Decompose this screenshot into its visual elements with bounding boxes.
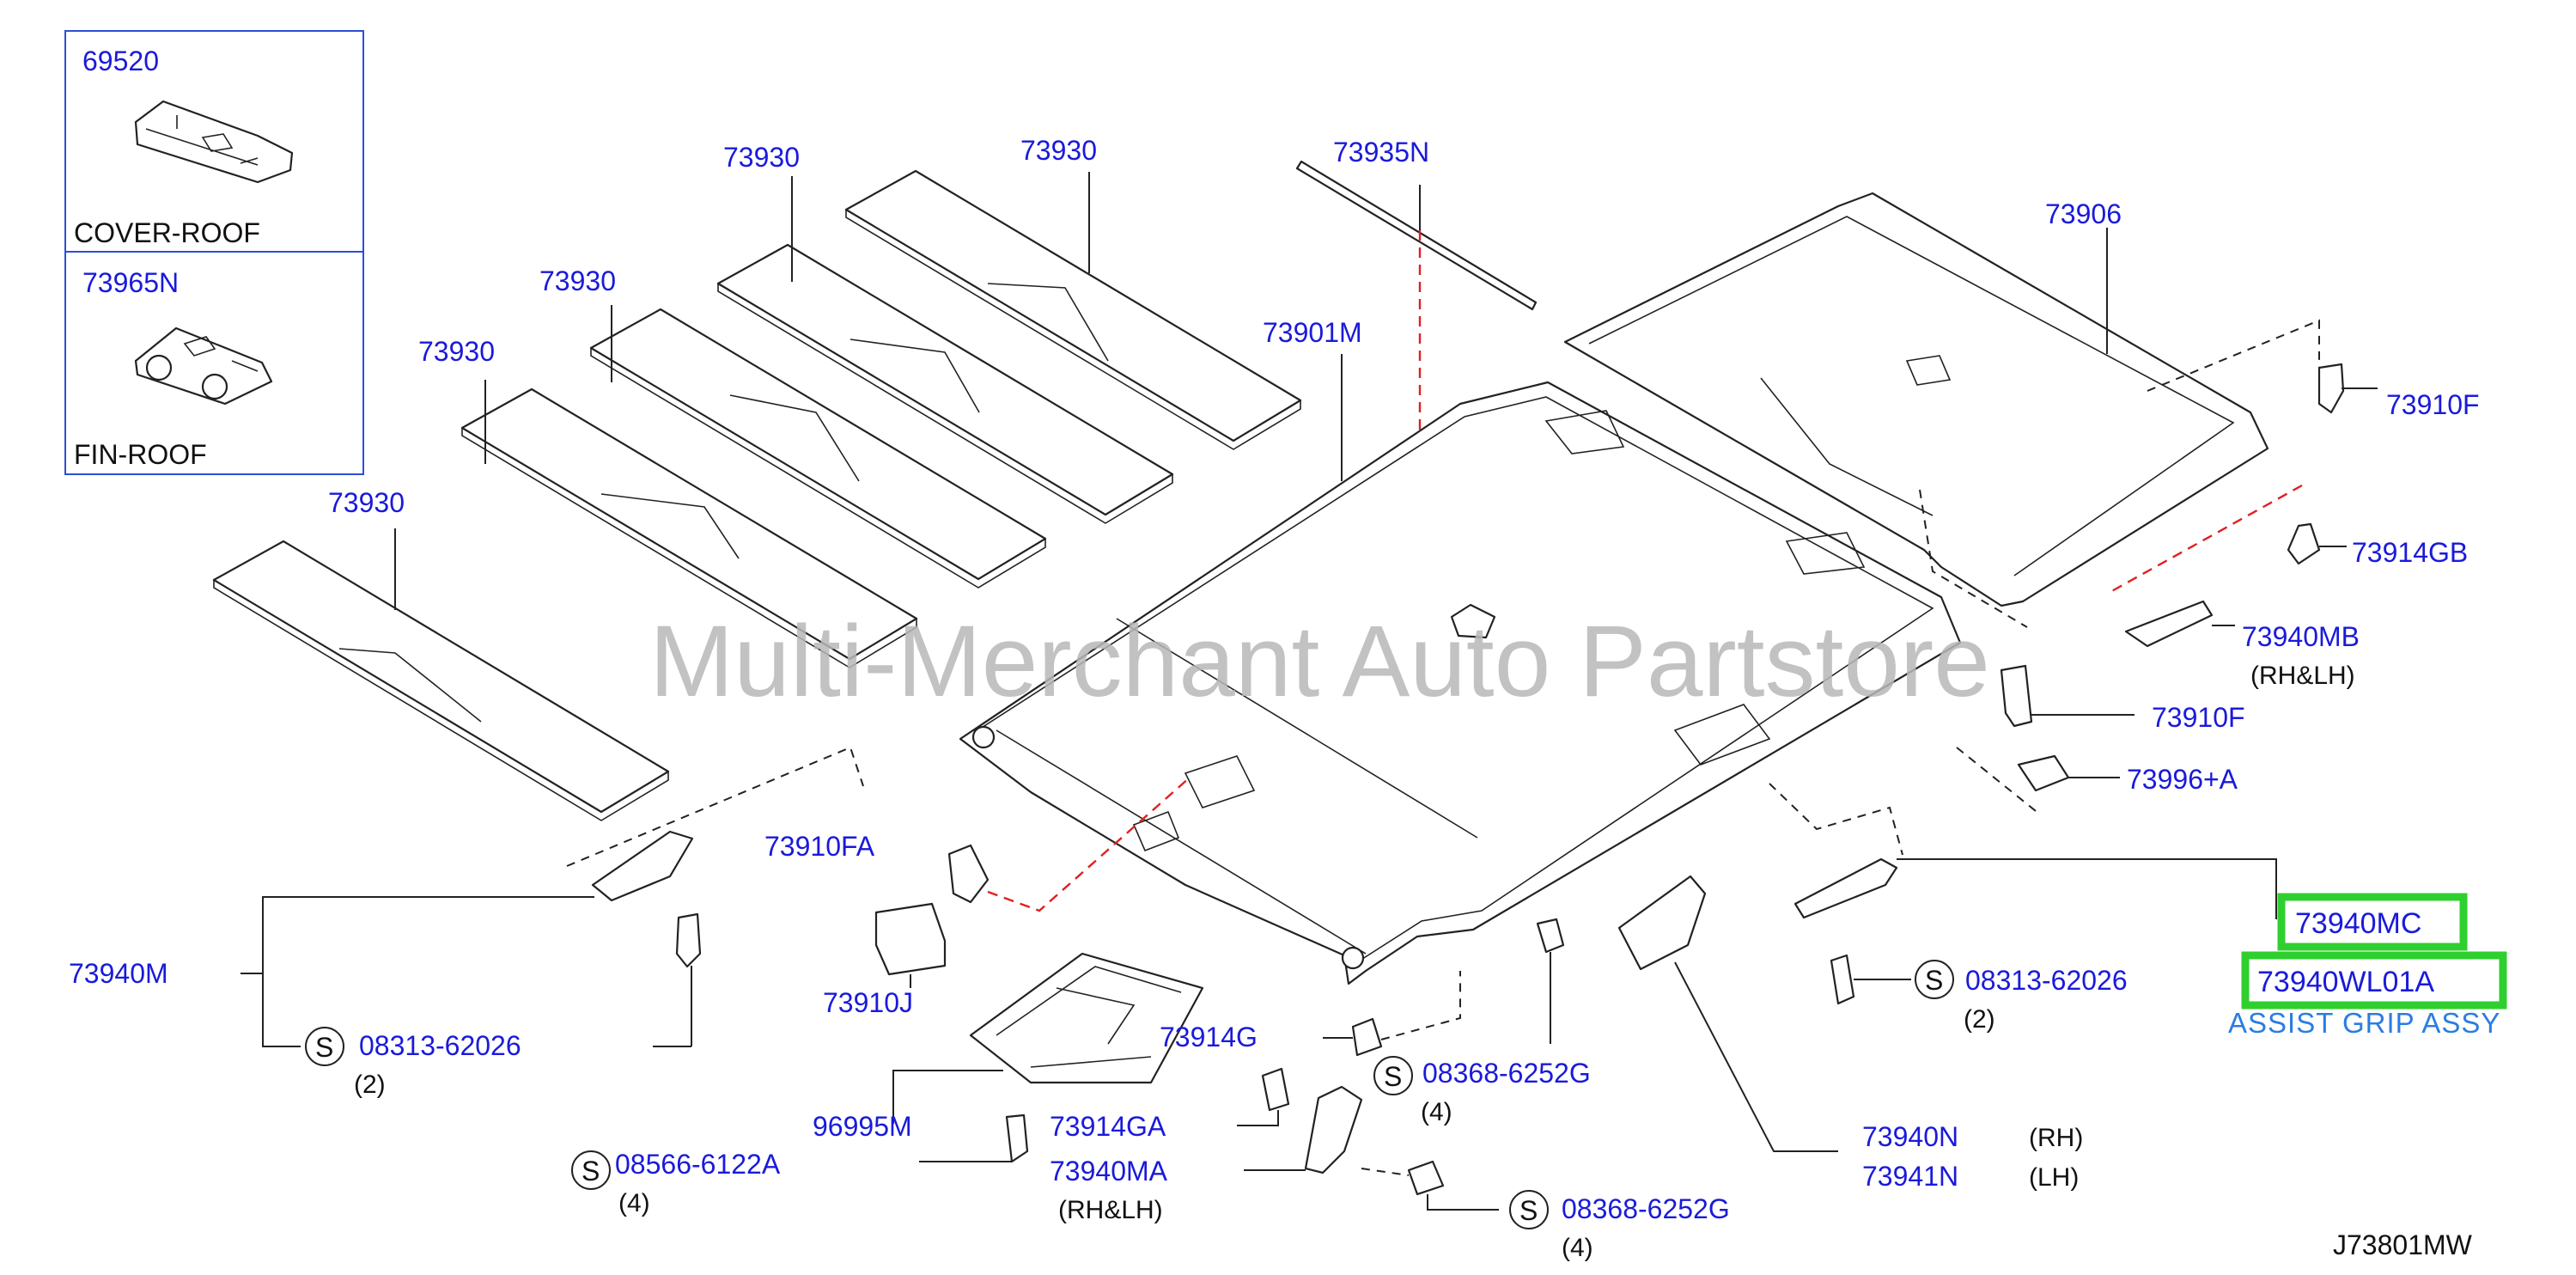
label-08368-a[interactable]: 08368-6252G bbox=[1422, 1058, 1591, 1089]
label-73940MB[interactable]: 73940MB bbox=[2242, 621, 2360, 652]
label-73930-d[interactable]: 73930 bbox=[723, 142, 800, 173]
pad-leaders bbox=[394, 172, 1090, 610]
assist-grip-description: ASSIST GRIP ASSY bbox=[2228, 1007, 2500, 1039]
screw-08368-a bbox=[1536, 918, 1565, 954]
clip-73914GA bbox=[1261, 1067, 1290, 1112]
label-08313-right[interactable]: 08313-62026 bbox=[1965, 965, 2128, 996]
label-73940MA[interactable]: 73940MA bbox=[1050, 1156, 1168, 1187]
right-side-fasteners bbox=[1956, 363, 2378, 815]
cover-roof-drawing bbox=[134, 100, 294, 184]
label-08368-b[interactable]: 08368-6252G bbox=[1562, 1193, 1730, 1224]
highlight-box-73940WL01A bbox=[2241, 951, 2507, 1010]
label-73940M[interactable]: 73940M bbox=[69, 958, 168, 989]
grip-73940M bbox=[591, 830, 694, 902]
label-73935N[interactable]: 73935N bbox=[1333, 137, 1429, 168]
main-headlining bbox=[959, 354, 1962, 985]
label-73914GB[interactable]: 73914GB bbox=[2352, 537, 2468, 568]
fin-73996A bbox=[2017, 754, 2070, 792]
right-lower-grip bbox=[1769, 783, 2277, 1005]
watermark: Multi-Merchant Auto Partstore bbox=[649, 605, 1990, 718]
screw-symbol-4: S bbox=[1519, 1195, 1538, 1226]
inset-bottom-name: FIN-ROOF bbox=[74, 439, 207, 470]
label-73910J[interactable]: 73910J bbox=[823, 987, 913, 1018]
grip-73940MB bbox=[2124, 600, 2214, 648]
label-73940WL01A[interactable]: 73940WL01A bbox=[2257, 966, 2434, 998]
label-08368-b-qty: (4) bbox=[1562, 1234, 1593, 1262]
label-73910F-top[interactable]: 73910F bbox=[2386, 389, 2480, 420]
left-lower-fasteners bbox=[241, 746, 1838, 1211]
block-73910J bbox=[874, 902, 947, 976]
label-73930-a[interactable]: 73930 bbox=[328, 487, 405, 518]
screw-symbol-circle-3 bbox=[1373, 1056, 1413, 1095]
highlight-box-73940MC bbox=[2277, 893, 2468, 951]
headliner-pads bbox=[212, 169, 1302, 821]
screw-right bbox=[1830, 954, 1855, 1005]
label-73906[interactable]: 73906 bbox=[2045, 198, 2122, 229]
label-73930-c[interactable]: 73930 bbox=[539, 265, 616, 296]
screw-symbol-5: S bbox=[1925, 965, 1943, 996]
inset-bottom-part-no[interactable]: 73965N bbox=[82, 267, 179, 298]
grip-73940N bbox=[1617, 875, 1707, 971]
part-labels: 73930 73930 73930 73930 73930 73935N 739… bbox=[69, 135, 2480, 1262]
label-73930-e[interactable]: 73930 bbox=[1020, 135, 1097, 166]
clip-73910F-top bbox=[2317, 363, 2345, 414]
label-73910FA[interactable]: 73910FA bbox=[764, 831, 875, 862]
label-73930-b[interactable]: 73930 bbox=[418, 336, 495, 367]
grip-73940MA bbox=[1304, 1085, 1363, 1174]
label-08313-right-qty: (2) bbox=[1964, 1005, 1995, 1034]
bracket-96995M bbox=[969, 952, 1204, 1084]
screw-96995M bbox=[1005, 1113, 1029, 1163]
label-08566-qty: (4) bbox=[618, 1189, 650, 1217]
label-73901M[interactable]: 73901M bbox=[1263, 317, 1362, 348]
screw-symbol-circle-5 bbox=[1915, 960, 1954, 999]
label-73940N-side: (RH) bbox=[2029, 1124, 2083, 1152]
drawing-code: J73801MW bbox=[2333, 1229, 2473, 1260]
label-73940MB-note: (RH&LH) bbox=[2250, 662, 2355, 690]
label-73941N-side: (LH) bbox=[2029, 1163, 2079, 1192]
inset-top-part-no[interactable]: 69520 bbox=[82, 46, 159, 76]
inset-panel: 69520 COVER-ROOF 73965N FIN-ROOF bbox=[64, 30, 364, 475]
label-73941N[interactable]: 73941N bbox=[1862, 1161, 1958, 1192]
clip-73914GB bbox=[2287, 522, 2321, 565]
label-08313-left[interactable]: 08313-62026 bbox=[359, 1030, 521, 1061]
screw-symbol-circle-1 bbox=[305, 1027, 344, 1066]
screw-left bbox=[675, 912, 702, 968]
rear-headlining bbox=[1563, 192, 2320, 628]
screw-symbol-circle-4 bbox=[1509, 1190, 1549, 1229]
fin-roof-drawing bbox=[134, 326, 273, 406]
screw-symbol-1: S bbox=[315, 1032, 333, 1063]
clip-73914G bbox=[1351, 1017, 1383, 1057]
label-08566[interactable]: 08566-6122A bbox=[615, 1149, 781, 1180]
clip-73910FA bbox=[947, 844, 990, 904]
label-73996A[interactable]: 73996+A bbox=[2127, 764, 2238, 795]
label-73914GA[interactable]: 73914GA bbox=[1050, 1111, 1166, 1142]
screw-symbols: S S S S S bbox=[305, 960, 1954, 1229]
label-96995M[interactable]: 96995M bbox=[813, 1111, 912, 1142]
inset-top-name: COVER-ROOF bbox=[74, 217, 260, 248]
label-08313-left-qty: (2) bbox=[354, 1071, 386, 1099]
screw-symbol-2: S bbox=[582, 1156, 600, 1187]
label-73940N[interactable]: 73940N bbox=[1862, 1121, 1958, 1152]
highlighted-parts: 73940MC 73940WL01A ASSIST GRIP ASSY bbox=[2228, 893, 2507, 1039]
screw-symbol-circle-2 bbox=[571, 1150, 611, 1190]
clip-73910F-bottom bbox=[2000, 664, 2033, 728]
label-73914G[interactable]: 73914G bbox=[1160, 1022, 1258, 1052]
grip-73940MC bbox=[1793, 857, 1898, 919]
label-73910F-bottom[interactable]: 73910F bbox=[2152, 702, 2245, 733]
pad-1 bbox=[212, 540, 670, 814]
label-73940MA-note: (RH&LH) bbox=[1058, 1196, 1163, 1224]
screw-08368-b bbox=[1407, 1160, 1445, 1196]
screw-symbol-3: S bbox=[1384, 1061, 1402, 1092]
label-73940MC[interactable]: 73940MC bbox=[2295, 907, 2421, 940]
label-08368-a-qty: (4) bbox=[1421, 1098, 1452, 1126]
sunroof-clip-hole bbox=[1450, 603, 1496, 639]
